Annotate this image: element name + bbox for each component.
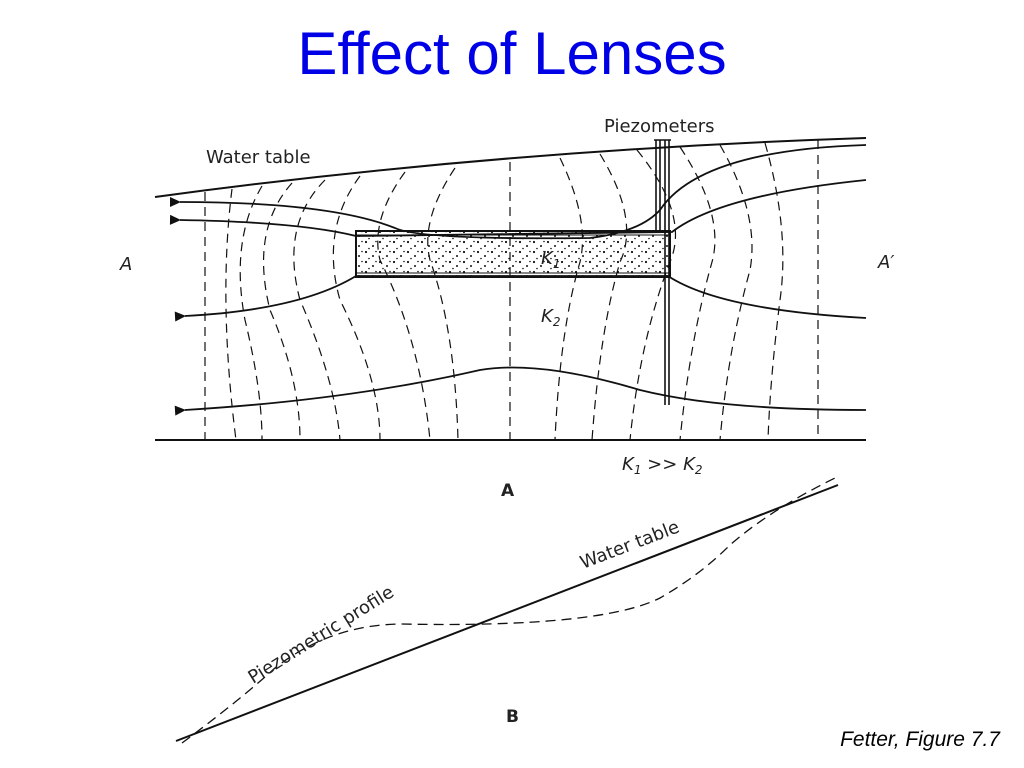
conductivity-relation: K1 >> K2 [622, 454, 703, 477]
section-label-left: A [119, 254, 132, 275]
panel-b-label: B [506, 707, 519, 727]
water-table-line-b [175, 484, 839, 742]
piezometers-label: Piezometers [604, 116, 715, 137]
piezometer-tubes [654, 139, 671, 405]
panel-a [154, 137, 867, 441]
piezometric-profile-line [181, 477, 836, 744]
section-label-right: A′ [877, 252, 894, 273]
slide-title: Effect of Lenses [297, 20, 727, 87]
figure-citation: Fetter, Figure 7.7 [840, 728, 1000, 751]
lens-conductivity-label: K1 [541, 248, 560, 271]
water-table-label-a: Water table [206, 147, 311, 168]
water-table-line [154, 137, 867, 198]
panel-b [175, 477, 839, 744]
lens-rect [355, 230, 671, 278]
panel-a-label: A [501, 481, 515, 501]
matrix-conductivity-label: K2 [541, 306, 560, 329]
piezometric-profile-label: Piezometric profile [245, 582, 398, 689]
equipotential-lines [204, 140, 819, 441]
